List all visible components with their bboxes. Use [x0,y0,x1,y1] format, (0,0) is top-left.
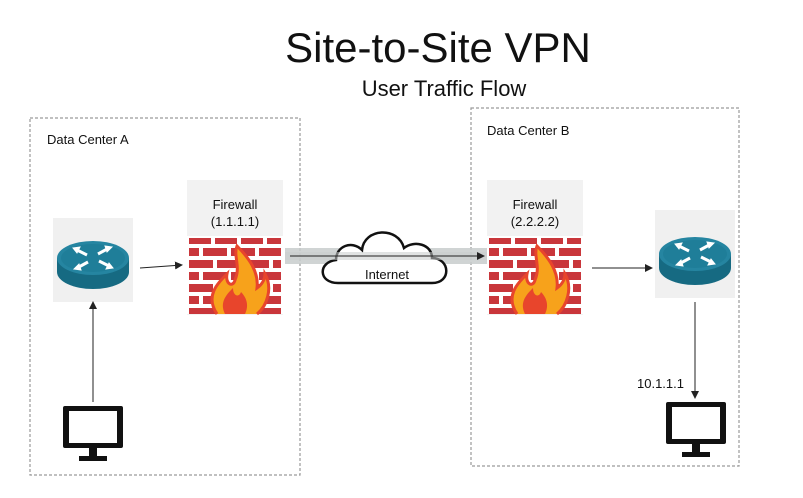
firewall-a-ip: (1.1.1.1) [211,214,259,229]
firewall-b: Firewall (2.2.2.2) [485,180,585,316]
host-ip-label: 10.1.1.1 [637,376,684,391]
internet-label: Internet [365,267,409,282]
data-center-b-label: Data Center B [487,123,569,138]
firewall-b-icon [485,234,585,316]
arrow-router-a-to-firewall-a [139,261,183,270]
data-center-b-box [470,107,740,467]
firewall-a-label: Firewall [213,197,258,212]
page-title: Site-to-Site VPN [285,24,591,71]
firewall-a-icon [185,234,285,316]
router-b-icon [655,210,735,298]
computer-a-monitor-icon [63,406,123,461]
firewall-b-ip: (2.2.2.2) [511,214,559,229]
data-center-a-box [29,117,301,476]
page-subtitle: User Traffic Flow [362,76,527,101]
firewall-a: Firewall (1.1.1.1) [185,180,285,316]
computer-b-monitor-icon [666,402,726,457]
firewall-b-label: Firewall [513,197,558,212]
router-a-icon [53,218,133,302]
data-center-a-label: Data Center A [47,132,129,147]
